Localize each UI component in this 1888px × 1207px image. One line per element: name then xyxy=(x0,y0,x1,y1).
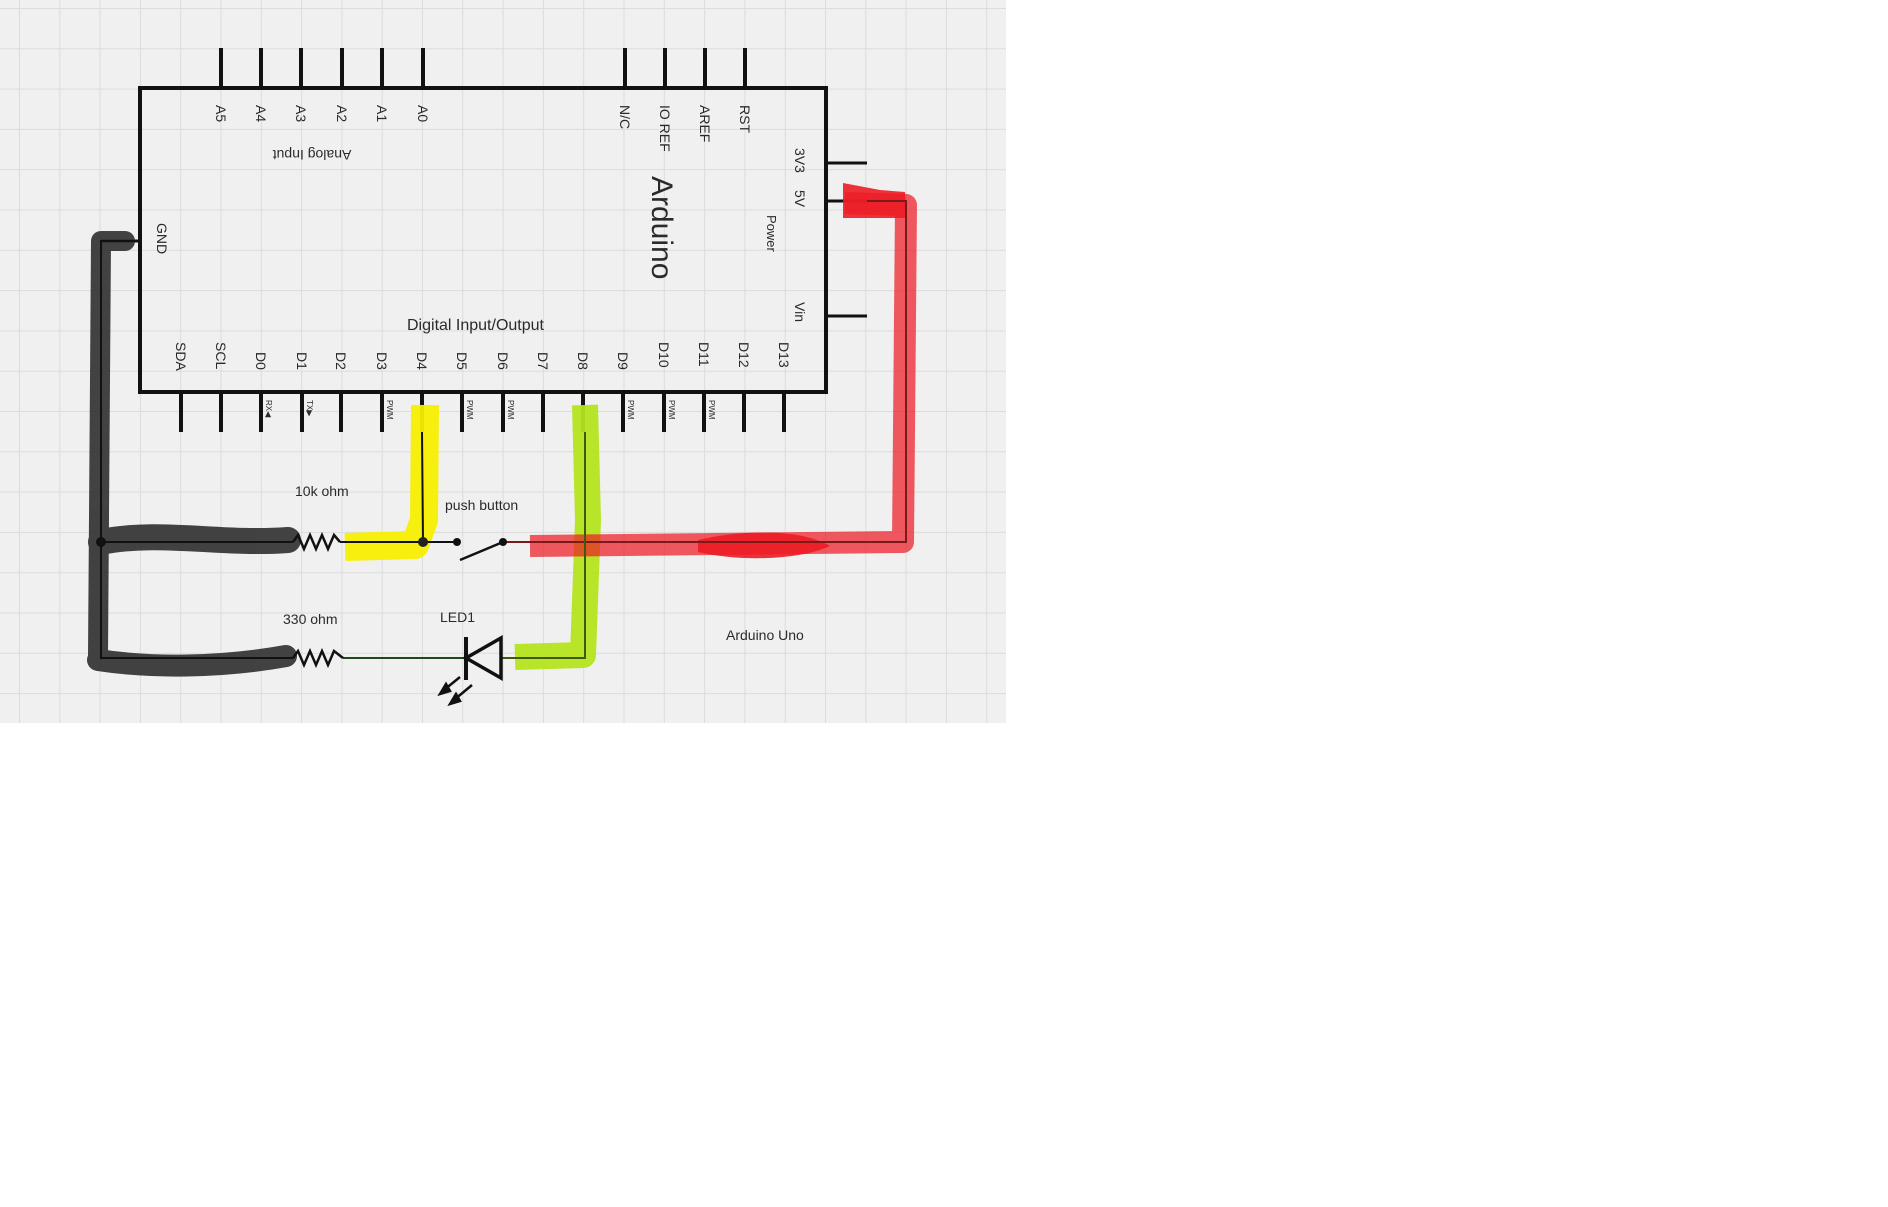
resistor-10k-symbol xyxy=(291,531,341,553)
pin-label-a4: A4 xyxy=(253,105,269,122)
led-triangle xyxy=(462,634,503,682)
pin-label-scl: SCL xyxy=(213,342,229,369)
circuit-diagram: A5 A4 A3 A2 A1 A0 N/C IO REF AREF RST An… xyxy=(0,0,1006,723)
sublabel-d0: RX◀ xyxy=(264,400,273,418)
pin-label-5v: 5V xyxy=(792,190,808,208)
resistor-330-label: 330 ohm xyxy=(283,611,337,627)
pin-label-d1: D1 xyxy=(294,352,310,370)
bottom-pin-labels: SDA SCL D0 D1 D2 D3 D4 D5 D6 D7 D8 D9 D1… xyxy=(173,342,792,371)
led-light-arrows-icon xyxy=(437,676,473,707)
pin-label-a3: A3 xyxy=(293,105,309,122)
top-pin-labels: A5 A4 A3 A2 A1 A0 N/C IO REF AREF RST xyxy=(213,105,753,152)
wire-gnd-bus xyxy=(100,240,293,659)
push-button-label: push button xyxy=(445,497,518,513)
pin-label-d2: D2 xyxy=(333,352,349,370)
pin-label-a0: A0 xyxy=(415,105,431,122)
board-name-label: Arduino Uno xyxy=(726,627,804,643)
resistor-10k[interactable]: 10k ohm xyxy=(291,483,349,553)
led-1[interactable]: LED1 xyxy=(437,609,503,707)
pin-label-a1: A1 xyxy=(374,105,390,122)
d4-wire-highlight xyxy=(344,404,439,561)
top-pin-lines xyxy=(219,48,747,88)
pin-label-d12: D12 xyxy=(736,342,752,368)
power-section-label: Power xyxy=(764,215,779,253)
switch-lever xyxy=(459,540,504,562)
pin-label-aref: AREF xyxy=(697,105,713,142)
pin-label-3v3: 3V3 xyxy=(792,148,808,173)
pin-label-d3: D3 xyxy=(374,352,390,370)
sublabel-d3: PWM xyxy=(385,400,394,420)
pin-label-rst: RST xyxy=(737,105,753,133)
resistor-10k-label: 10k ohm xyxy=(295,483,349,499)
pin-label-d10: D10 xyxy=(656,342,672,368)
pin-label-d9: D9 xyxy=(615,352,631,370)
pin-label-ioref: IO REF xyxy=(657,105,673,152)
sublabel-d9: PWM xyxy=(626,400,635,420)
pin-label-d7: D7 xyxy=(535,352,551,370)
pin-label-nc: N/C xyxy=(617,105,633,129)
pin-label-d11: D11 xyxy=(696,342,712,367)
bottom-pin-sublabels: RX◀ TX▶ PWM PWM PWM PWM PWM PWM xyxy=(264,400,716,420)
resistor-330-symbol xyxy=(291,647,344,669)
push-button-switch[interactable]: push button xyxy=(445,497,518,562)
schematic-wires xyxy=(100,200,907,659)
wire-d4-pin xyxy=(421,431,424,543)
pin-label-a2: A2 xyxy=(334,105,350,122)
wire-switch-to-5v xyxy=(503,200,907,543)
pin-label-d0: D0 xyxy=(253,352,269,370)
switch-terminal-left xyxy=(453,538,461,546)
analog-input-label: Analog Input xyxy=(273,147,352,163)
pin-label-vin: Vin xyxy=(792,302,808,322)
sublabel-d1: TX▶ xyxy=(305,400,314,417)
vcc-wire-highlight-dense xyxy=(698,532,830,559)
pin-label-d5: D5 xyxy=(454,352,470,370)
sublabel-d10: PWM xyxy=(667,400,676,420)
sublabel-d5: PWM xyxy=(465,400,474,420)
pin-label-d4: D4 xyxy=(414,352,430,370)
wire-led-to-d8 xyxy=(501,432,586,659)
grid-background xyxy=(0,0,1006,723)
pin-label-d6: D6 xyxy=(495,352,511,370)
pin-label-d13: D13 xyxy=(776,342,792,368)
pin-label-gnd: GND xyxy=(154,223,170,254)
sublabel-d11: PWM xyxy=(707,400,716,420)
resistor-330[interactable]: 330 ohm xyxy=(283,611,344,669)
pin-label-sda: SDA xyxy=(173,342,189,371)
digital-io-label: Digital Input/Output xyxy=(407,317,545,334)
junction-d4 xyxy=(418,537,428,547)
board-title: Arduino xyxy=(645,176,678,279)
pin-label-a5: A5 xyxy=(213,105,229,122)
junction-gnd xyxy=(96,537,106,547)
sublabel-d6: PWM xyxy=(506,400,515,420)
led-1-label: LED1 xyxy=(440,609,475,625)
pin-label-d8: D8 xyxy=(575,352,591,370)
